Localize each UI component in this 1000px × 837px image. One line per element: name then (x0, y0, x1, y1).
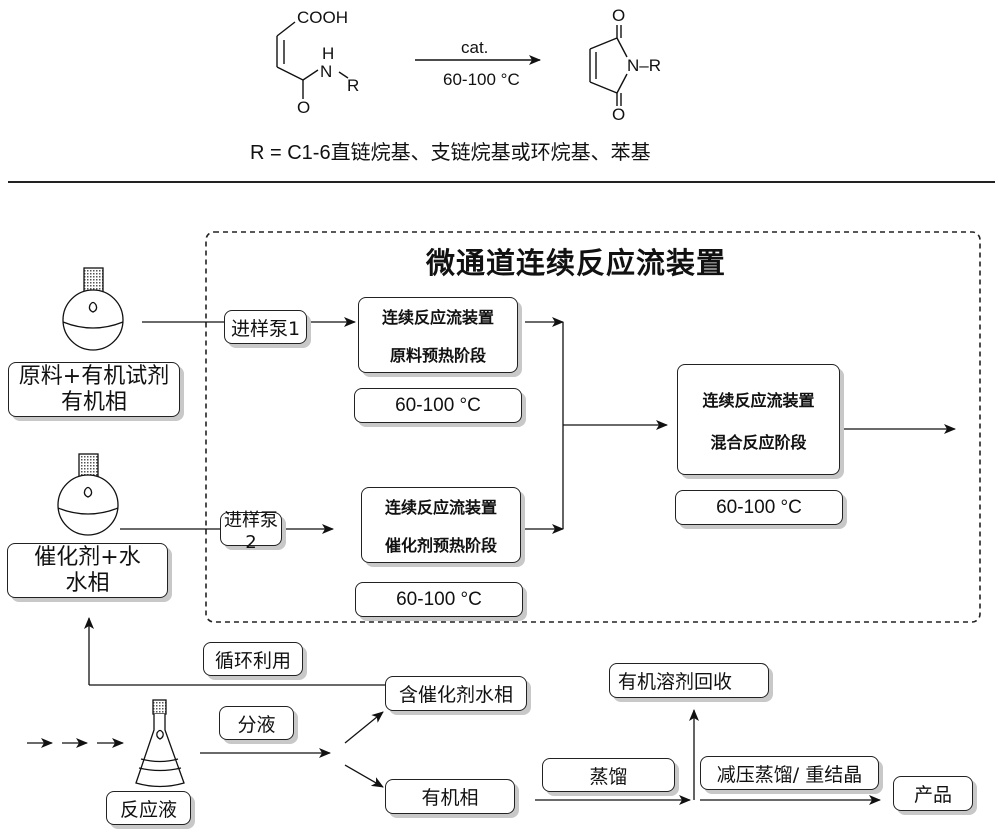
reaction-liquid-label: 反应液 (106, 791, 191, 825)
nh-nitrogen-label: N (320, 62, 333, 81)
carbonyl-o-label: O (297, 98, 311, 117)
product-o-top-label: O (612, 6, 626, 25)
organic-feed-content: 原料+有机试剂 (18, 363, 170, 389)
apparatus-title: 微通道连续反应流装置 (426, 246, 727, 280)
acid-group-label: COOH (297, 8, 348, 27)
recycle-label: 循环利用 (203, 642, 303, 676)
preheat-2-stage: 催化剂预热阶段 (384, 536, 497, 555)
preheat-1-device: 连续反应流装置 (381, 308, 494, 327)
product-box: 产品 (893, 776, 973, 811)
aqueous-feed-content: 催化剂+水 (34, 544, 141, 570)
organic-feed-phase: 有机相 (60, 389, 127, 415)
aqueous-feed-box: 催化剂+水 水相 (7, 543, 168, 598)
sample-pump-1: 进样泵1 (224, 310, 307, 344)
round-bottom-flask-icon (57, 453, 119, 536)
catalyst-label: cat. (461, 38, 489, 57)
preheat-1-stage: 原料预热阶段 (389, 346, 486, 365)
erlenmeyer-flask-icon (135, 699, 185, 788)
mixing-stage: 混合反应阶段 (710, 432, 807, 452)
r-group-definition: R = C1-6直链烷基、支链烷基或环烷基、苯基 (250, 142, 651, 164)
nh-hydrogen-label: H (322, 44, 335, 63)
round-bottom-flask-icon (62, 267, 124, 351)
mixing-reaction-stage: 连续反应流装置 混合反应阶段 (677, 364, 840, 475)
distillation-label: 蒸馏 (542, 758, 675, 792)
preheat-stage-1: 连续反应流装置 原料预热阶段 (358, 297, 518, 373)
organic-phase-box: 有机相 (385, 779, 515, 814)
mixing-temperature: 60-100 °C (675, 490, 843, 525)
aqueous-catalyst-phase: 含催化剂水相 (385, 676, 527, 711)
solvent-recovery-box: 有机溶剂回收 (609, 663, 769, 698)
product-nr-label: N–R (627, 56, 662, 75)
product-o-bottom-label: O (612, 105, 626, 124)
organic-feed-box: 原料+有机试剂 有机相 (8, 362, 180, 417)
mixing-device: 连续反应流装置 (702, 390, 815, 410)
preheat-stage-2: 连续反应流装置 催化剂预热阶段 (361, 487, 521, 563)
apparatus-boundary (205, 231, 981, 623)
sample-pump-2: 进样泵2 (220, 510, 282, 553)
preheat-1-temperature: 60-100 °C (354, 388, 522, 423)
purification-label: 减压蒸馏/ 重结晶 (700, 756, 879, 790)
reactant-structure (276, 21, 349, 99)
reactant-r-label: R (347, 76, 360, 95)
preheat-2-temperature: 60-100 °C (355, 582, 523, 617)
aqueous-feed-phase: 水相 (65, 570, 110, 596)
product-structure (589, 25, 628, 106)
separation-label: 分液 (219, 706, 294, 740)
preheat-2-device: 连续反应流装置 (384, 498, 497, 517)
reaction-temperature: 60-100 °C (443, 70, 520, 89)
